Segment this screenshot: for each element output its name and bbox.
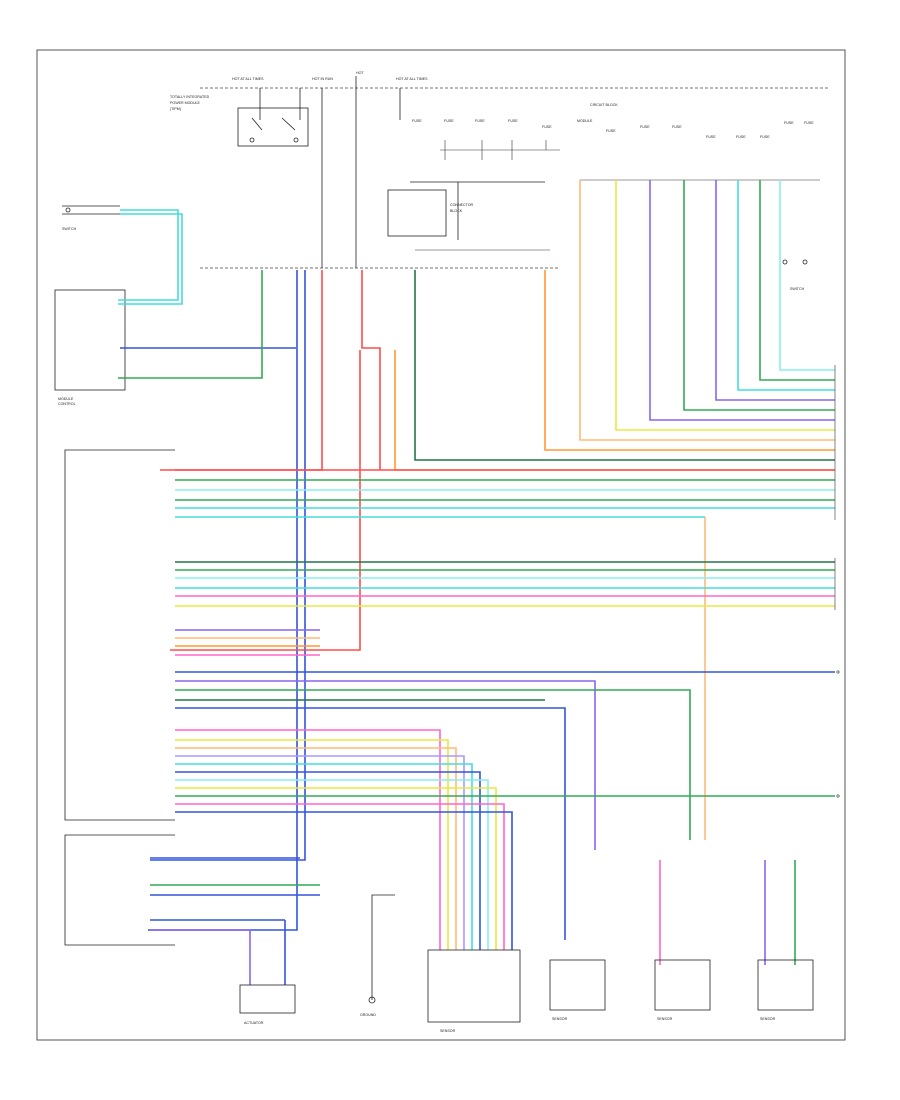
module-lower-left: [64, 834, 175, 946]
module-main: [64, 449, 175, 821]
svg-text:FUSE: FUSE: [784, 121, 794, 125]
svg-text:SENSOR: SENSOR: [657, 1017, 673, 1021]
svg-text:FUSE: FUSE: [672, 125, 682, 129]
svg-text:FUSE: FUSE: [706, 135, 716, 139]
svg-text:FUSE: FUSE: [412, 119, 422, 123]
svg-text:HOT: HOT: [356, 71, 364, 75]
ground-symbol: GROUND: [360, 894, 395, 1017]
left-switch: SWITCH: [62, 205, 120, 231]
svg-text:FUSE: FUSE: [606, 129, 616, 133]
svg-text:SENSOR: SENSOR: [760, 1017, 776, 1021]
svg-text:SENSOR: SENSOR: [440, 1029, 456, 1033]
svg-text:CONTROL: CONTROL: [58, 402, 76, 406]
svg-text:HOT AT ALL TIMES: HOT AT ALL TIMES: [396, 77, 428, 81]
svg-text:FUSE: FUSE: [760, 135, 770, 139]
svg-text:FUSE: FUSE: [508, 119, 518, 123]
svg-text:FUSE: FUSE: [542, 125, 552, 129]
svg-text:MODULE: MODULE: [58, 397, 74, 401]
svg-text:FUSE: FUSE: [804, 121, 814, 125]
sensor-right-1: SENSOR: [549, 959, 606, 1021]
svg-text:TOTALLY INTEGRATED: TOTALLY INTEGRATED: [170, 95, 210, 99]
svg-text:FUSE: FUSE: [640, 125, 650, 129]
svg-text:SWITCH: SWITCH: [62, 227, 77, 231]
sensor-right-2: SENSOR: [654, 959, 711, 1021]
component-top-right: SWITCH: [782, 259, 808, 291]
svg-text:ACTUATOR: ACTUATOR: [244, 1021, 264, 1025]
svg-text:SENSOR: SENSOR: [552, 1017, 568, 1021]
actuator-lower-left: ACTUATOR: [239, 984, 296, 1025]
edge-connectors: [834, 365, 840, 798]
svg-text:BLOCK: BLOCK: [450, 209, 463, 213]
svg-text:HOT AT ALL TIMES: HOT AT ALL TIMES: [232, 77, 264, 81]
fuse-relay-block: HOT AT ALL TIMES HOT IN RUN HOT HOT AT A…: [170, 71, 830, 269]
svg-text:(TIPM): (TIPM): [170, 107, 181, 111]
sensor-center: SENSOR: [427, 949, 521, 1033]
svg-text:GROUND: GROUND: [360, 1013, 376, 1017]
svg-text:CONNECTOR: CONNECTOR: [450, 203, 473, 207]
svg-text:FUSE: FUSE: [736, 135, 746, 139]
svg-text:HOT IN RUN: HOT IN RUN: [312, 77, 333, 81]
svg-text:CIRCUIT BLOCK: CIRCUIT BLOCK: [590, 103, 618, 107]
diagram-frame: [36, 49, 846, 1041]
module-left: MODULE CONTROL: [54, 289, 126, 406]
svg-text:FUSE: FUSE: [444, 119, 454, 123]
svg-text:MODULE: MODULE: [577, 119, 593, 123]
sensor-right-3: SENSOR: [757, 959, 814, 1021]
svg-text:FUSE: FUSE: [475, 119, 485, 123]
svg-text:POWER MODULE: POWER MODULE: [170, 101, 201, 105]
wire-runs: [118, 180, 835, 985]
svg-text:SWITCH: SWITCH: [790, 287, 805, 291]
